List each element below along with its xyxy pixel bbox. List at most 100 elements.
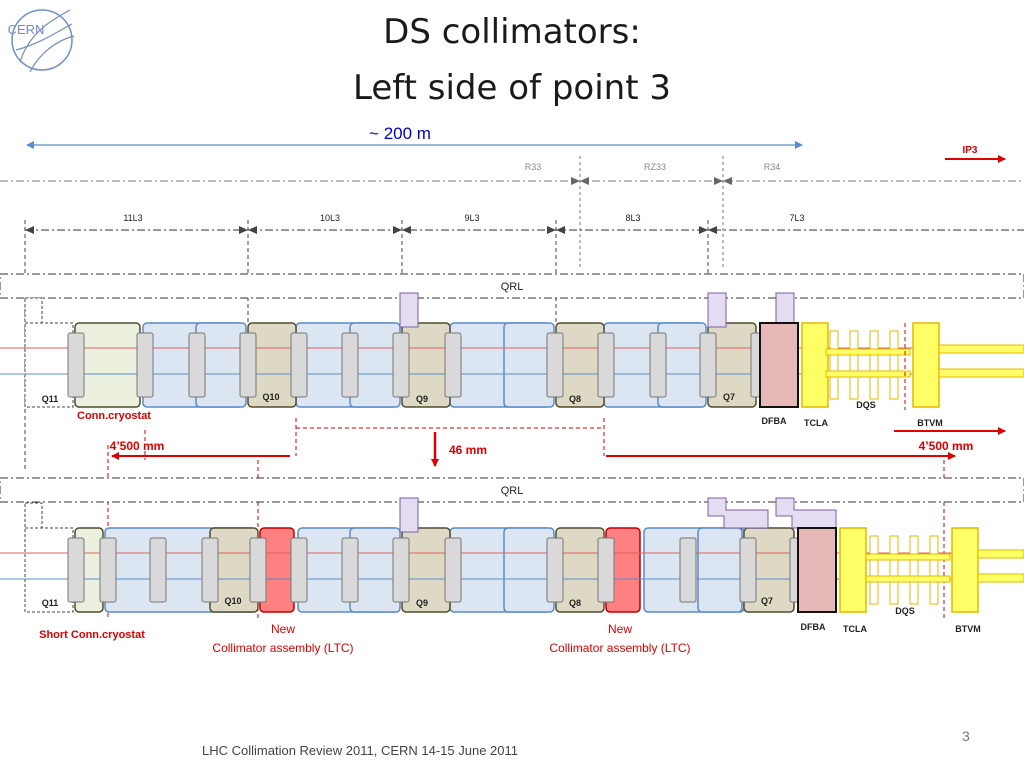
qrl-label: QRL <box>501 485 524 497</box>
dqs-bellow <box>889 330 899 400</box>
interconnect-box <box>188 332 206 398</box>
beam-pipe-yellow <box>938 368 1024 378</box>
distance-label: ~ 200 m <box>369 124 431 143</box>
service-module-box <box>399 292 419 328</box>
interconnect-box <box>546 332 564 398</box>
cell-arrowhead <box>708 226 717 234</box>
interconnect-box <box>290 537 308 603</box>
interconnect-box <box>392 332 410 398</box>
interconnect-box <box>699 332 717 398</box>
cell-label: 9L3 <box>464 213 479 223</box>
cell-label: 10L3 <box>320 213 340 223</box>
offset-label: 46 mm <box>449 443 487 457</box>
ip3-label: IP3 <box>962 145 977 156</box>
service-module-box <box>707 497 769 529</box>
interconnect-box <box>597 537 615 603</box>
beam-pipe-yellow <box>977 549 1024 559</box>
interconnect-box <box>679 537 697 603</box>
magnet-label: Q10 <box>224 596 241 606</box>
magnet-label: Q11 <box>42 394 59 404</box>
service-module-box <box>775 292 795 328</box>
interconnect-box <box>597 332 615 398</box>
dipole-box <box>697 527 743 613</box>
interconnect-box <box>392 537 410 603</box>
region-label: RZ33 <box>644 162 666 172</box>
cell-arrowhead <box>25 226 34 234</box>
interconnect-box <box>201 537 219 603</box>
btvm-label: BTVM <box>955 624 981 634</box>
tcla-box <box>839 527 867 613</box>
tcla-box <box>801 322 829 408</box>
dfba-box <box>797 527 837 613</box>
right-shift-label: 4’500 mm <box>919 439 974 453</box>
cell-arrowhead <box>402 226 411 234</box>
dfba-box <box>759 322 799 408</box>
dqs-bellow <box>929 535 939 605</box>
dqs-bellow <box>869 330 879 400</box>
interconnect-box <box>444 537 462 603</box>
btvm-box <box>951 527 979 613</box>
dqs-bellow <box>829 330 839 400</box>
cell-arrowhead <box>556 226 565 234</box>
conn-cryostat-label: Conn.cryostat <box>77 410 151 422</box>
cell-arrowhead <box>239 226 248 234</box>
interconnect-box <box>67 332 85 398</box>
dqs-bellow <box>869 535 879 605</box>
interconnect-box <box>136 332 154 398</box>
logo-text: CERN <box>8 22 45 37</box>
magnet-label: Q9 <box>416 598 428 608</box>
dqs-pipe <box>825 348 911 356</box>
btvm-box <box>912 322 940 408</box>
interconnect-box <box>239 332 257 398</box>
logo-arc <box>15 23 73 51</box>
region-arrowhead <box>714 177 723 185</box>
qrl-box <box>0 477 1024 503</box>
interconnect-box <box>99 537 117 603</box>
magnet-label: Q7 <box>761 596 773 606</box>
dqs-pipe <box>825 370 911 378</box>
footer-text: LHC Collimation Review 2011, CERN 14-15 … <box>202 743 519 758</box>
tcla-label: TCLA <box>843 624 867 634</box>
interconnect-box <box>149 537 167 603</box>
ltc-label: Collimator assembly (LTC) <box>212 641 353 655</box>
magnet-label: Q7 <box>723 392 735 402</box>
region-arrowhead <box>580 177 589 185</box>
dfba-label: DFBA <box>801 622 826 632</box>
interconnect-box <box>444 332 462 398</box>
connection-stub-box <box>24 527 74 613</box>
left-shift-label: 4’500 mm <box>110 439 165 453</box>
qrl-box <box>0 273 1024 299</box>
magnet-label: Q11 <box>42 598 59 608</box>
dqs-pipe <box>865 575 951 583</box>
interconnect-box <box>739 537 757 603</box>
interconnect-box <box>546 537 564 603</box>
dqs-bellow <box>889 535 899 605</box>
page-number: 3 <box>962 728 970 744</box>
region-arrowhead <box>571 177 580 185</box>
magnet-label: Q9 <box>416 394 428 404</box>
service-module-box <box>399 497 419 533</box>
beam-pipe-yellow <box>977 573 1024 583</box>
cell-arrowhead <box>393 226 402 234</box>
cell-arrowhead <box>248 226 257 234</box>
dqs-bellow <box>909 535 919 605</box>
dqs-bellow <box>849 330 859 400</box>
beam-pipe-yellow <box>938 344 1024 354</box>
qrl-label: QRL <box>501 281 524 293</box>
slide-title-line-2: Left side of point 3 <box>353 68 671 108</box>
region-label: R33 <box>525 162 542 172</box>
logo-arc <box>19 9 71 63</box>
region-arrowhead <box>723 177 732 185</box>
cell-label: 11L3 <box>123 213 142 223</box>
interconnect-box <box>67 537 85 603</box>
interconnect-box <box>290 332 308 398</box>
cern-logo <box>11 9 75 73</box>
logo-arc <box>29 35 75 73</box>
tcla-label: TCLA <box>804 418 828 428</box>
dfba-label: DFBA <box>762 416 787 426</box>
cell-arrowhead <box>699 226 708 234</box>
cell-label: 7L3 <box>789 213 804 223</box>
service-module-box <box>707 292 727 328</box>
